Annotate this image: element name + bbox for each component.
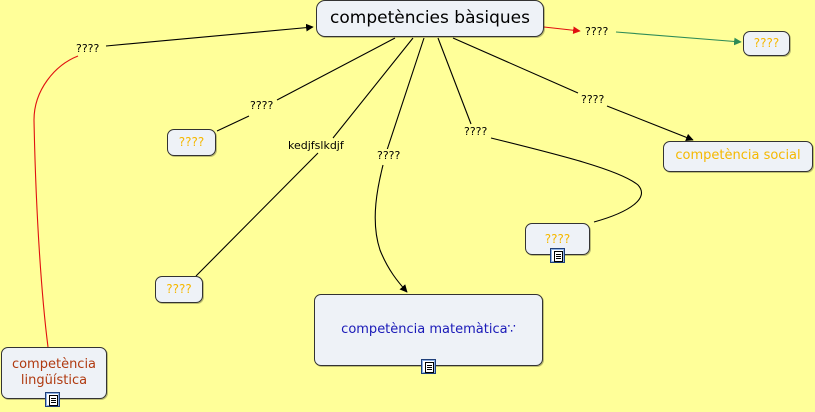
- link-label-to-math: ????: [376, 149, 402, 162]
- concept-node-label: ????: [178, 135, 205, 149]
- concept-node-bottom-left-small[interactable]: ????: [155, 276, 203, 303]
- concept-node-competencia-linguistica[interactable]: competència lingüística: [1, 347, 107, 399]
- link-social-label-to-node: [606, 105, 694, 142]
- concept-node-competencies-basiques[interactable]: competències bàsiques: [316, 0, 544, 37]
- link-root-to-bottom-left: [195, 37, 414, 277]
- concept-node-label: ????: [753, 36, 780, 50]
- link-label-to-doc-node: ????: [463, 125, 489, 138]
- concept-node-label: competències bàsiques: [330, 7, 530, 28]
- concept-node-label: competència lingüística: [11, 356, 97, 388]
- document-icon[interactable]: [45, 392, 60, 407]
- link-label-to-root: [105, 23, 314, 47]
- link-root-to-math: [374, 37, 425, 292]
- link-root-to-top-right-label: [543, 26, 581, 35]
- concept-node-top-right[interactable]: ????: [743, 31, 790, 56]
- link-top-right-label-to-node: [615, 31, 742, 46]
- document-icon[interactable]: [421, 359, 436, 374]
- concept-node-label: competència social: [675, 148, 801, 164]
- link-linguistic-to-label: [33, 55, 79, 348]
- link-label-to-top-right: ????: [584, 25, 610, 38]
- link-root-to-social-label: [452, 37, 579, 94]
- link-label-to-bottom-left: kedjfslkdjf: [287, 139, 345, 152]
- concept-node-label: ????: [166, 282, 192, 296]
- document-icon[interactable]: [550, 248, 565, 263]
- link-label-to-left-small: ????: [249, 99, 275, 112]
- concept-node-competencia-matematica[interactable]: competència matemàtica∵: [314, 294, 543, 366]
- link-label-to-social: ????: [580, 93, 606, 106]
- concept-node-competencia-social[interactable]: competència social: [663, 141, 813, 172]
- concept-node-label: competència matemàtica∵: [341, 321, 516, 337]
- link-root-to-doc-node: [437, 37, 642, 223]
- link-root-to-left-small: [216, 37, 396, 132]
- link-label-to-root-left: ????: [75, 42, 101, 55]
- concept-node-left-small[interactable]: ????: [167, 129, 216, 156]
- concept-node-label: ????: [544, 231, 571, 246]
